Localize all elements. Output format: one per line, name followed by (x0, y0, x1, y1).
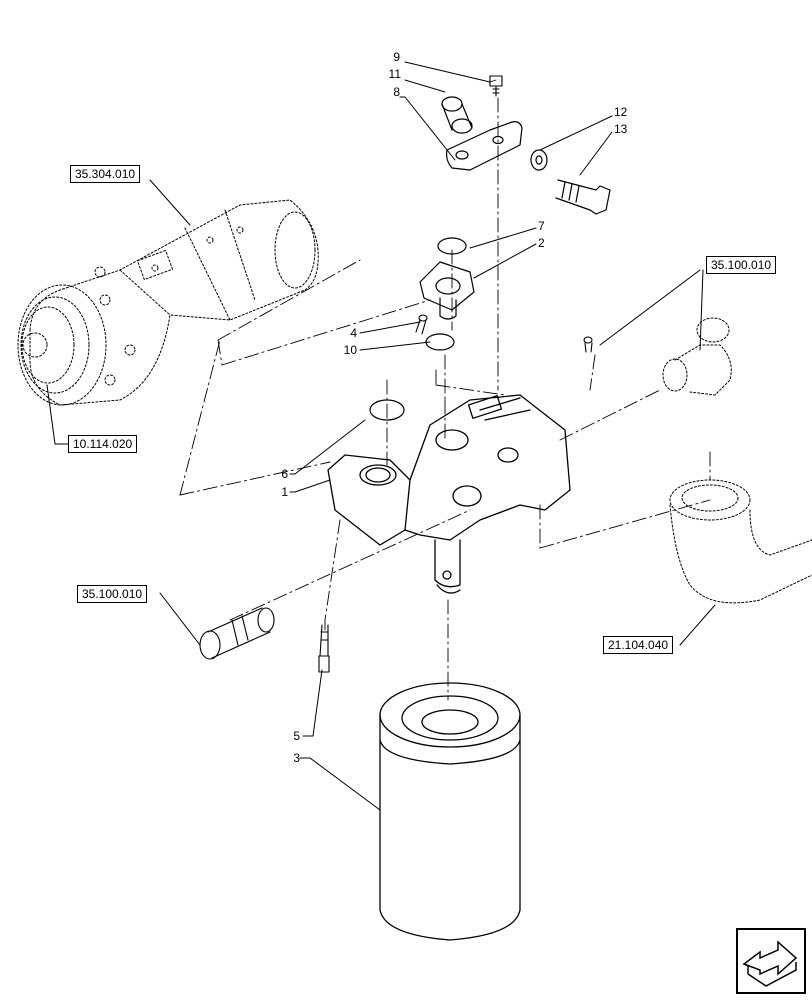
back-arrow-icon-glyph (742, 940, 798, 987)
filter-cartridge-part (379, 682, 521, 941)
screw-4-part (415, 314, 428, 335)
spacer-part (441, 96, 473, 134)
leader-lines (46, 61, 716, 811)
reference-21-104-040[interactable]: 21.104.040 (603, 636, 674, 654)
callout-3: 3 (293, 751, 300, 765)
leader-dots (489, 79, 497, 83)
callout-4: 4 (350, 326, 357, 340)
callout-2: 2 (538, 236, 545, 250)
callout-10: 10 (343, 343, 357, 357)
bolt-9-part (489, 75, 503, 97)
o-ring-10 (425, 333, 455, 351)
reference-35-100-010-left[interactable]: 35.100.010 (77, 585, 148, 603)
washer-part (530, 149, 548, 171)
o-ring-6 (369, 399, 405, 421)
fitting-right-part (583, 336, 593, 353)
hose-part (669, 479, 812, 604)
callout-1: 1 (281, 485, 288, 499)
reference-10-114-020[interactable]: 10.114.020 (68, 435, 138, 453)
bolt-5-part (318, 624, 330, 673)
hydraulic-pump-drawing (17, 199, 319, 406)
bracket-part (445, 121, 523, 171)
elbow-fitting-part (662, 317, 732, 396)
adapter-part (419, 261, 475, 320)
callout-5: 5 (293, 729, 300, 743)
callout-7: 7 (538, 219, 545, 233)
callout-11: 11 (388, 67, 401, 81)
reference-35-100-010-top[interactable]: 35.100.010 (706, 256, 777, 274)
callout-6: 6 (281, 467, 288, 481)
callout-12: 12 (614, 105, 628, 119)
reference-35-304-010[interactable]: 35.304.010 (70, 165, 141, 183)
fitting-left-part (199, 607, 275, 660)
callout-9: 9 (393, 50, 400, 64)
callout-13: 13 (614, 122, 628, 136)
bolt-13-part (555, 179, 611, 215)
filter-head-part (327, 394, 571, 594)
o-ring-7 (437, 237, 467, 255)
callout-8: 8 (393, 85, 400, 99)
back-arrow-icon[interactable] (736, 928, 806, 994)
